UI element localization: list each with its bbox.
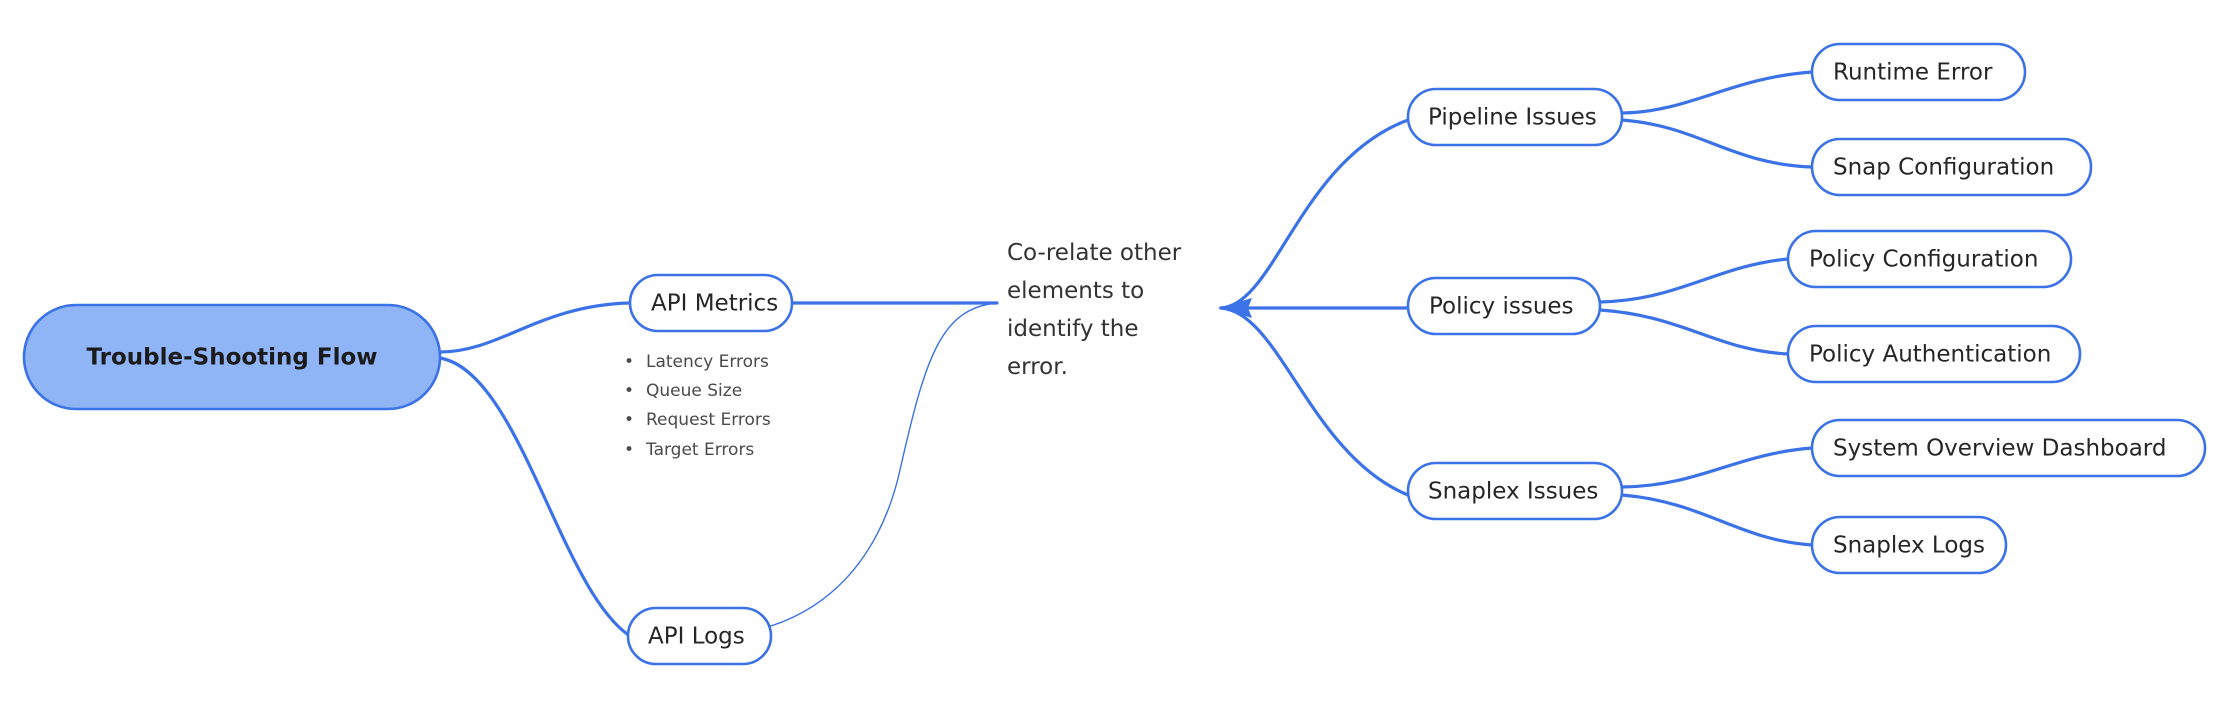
node-policy-configuration-label: Policy Configuration (1809, 247, 2038, 273)
bullet-label: Queue Size (646, 381, 742, 401)
list-item: • Latency Errors (624, 352, 769, 372)
node-snap-configuration-shape (1810, 137, 2093, 197)
edge-note-to-pipeline-issues (1219, 118, 1410, 310)
edge-snaplex-to-snaplex-logs (1620, 493, 1814, 547)
node-root-label: Trouble-Shooting Flow (86, 345, 377, 371)
node-policy-issues[interactable]: Policy issues (1406, 276, 1602, 336)
node-snaplex-logs[interactable]: Snaplex Logs (1810, 515, 2008, 575)
edge-root-to-api-metrics (438, 301, 632, 354)
edge-layer (438, 70, 1814, 638)
edge-pipeline-to-snap-configuration (1620, 118, 1814, 169)
node-system-overview-dashboard-label: System Overview Dashboard (1833, 436, 2166, 462)
node-api-logs-label: API Logs (648, 624, 745, 650)
node-policy-issues-label: Policy issues (1429, 294, 1574, 320)
node-runtime-error-shape (1810, 42, 2027, 102)
bullet-label: Target Errors (645, 440, 754, 460)
node-api-metrics-shape (628, 273, 794, 333)
edge-snaplex-to-system-overview-dashboard (1620, 446, 1814, 489)
node-api-metrics[interactable]: API Metrics (628, 273, 794, 333)
node-policy-authentication-shape (1786, 324, 2082, 384)
node-policy-authentication[interactable]: Policy Authentication (1786, 324, 2082, 384)
node-root[interactable]: Trouble-Shooting Flow (22, 303, 442, 411)
node-policy-issues-shape (1406, 276, 1602, 336)
node-api-metrics-label: API Metrics (651, 291, 778, 317)
node-runtime-error-label: Runtime Error (1833, 60, 1993, 86)
note-convergence-arrow-icon (1218, 298, 1252, 318)
center-note-line: Co-relate other (1007, 240, 1182, 266)
bullet-marker-icon: • (624, 381, 634, 401)
node-policy-authentication-label: Policy Authentication (1809, 342, 2051, 368)
node-system-overview-dashboard[interactable]: System Overview Dashboard (1810, 418, 2207, 478)
node-snaplex-logs-label: Snaplex Logs (1833, 533, 1985, 559)
center-note: Co-relate other elements to identify the… (1007, 240, 1182, 380)
list-item: • Queue Size (624, 381, 742, 401)
edge-policy-to-policy-authentication (1598, 308, 1790, 356)
node-api-logs-shape (626, 606, 773, 666)
node-snap-configuration-label: Snap Configuration (1833, 155, 2054, 181)
node-snaplex-issues-label: Snaplex Issues (1428, 479, 1598, 505)
node-pipeline-issues-label: Pipeline Issues (1428, 105, 1597, 131)
bullet-marker-icon: • (624, 352, 634, 372)
edge-policy-to-policy-configuration (1598, 257, 1790, 304)
center-note-line: error. (1007, 354, 1068, 380)
bullet-label: Request Errors (646, 410, 771, 430)
node-runtime-error[interactable]: Runtime Error (1810, 42, 2027, 102)
bullet-marker-icon: • (624, 440, 634, 460)
node-root-shape (22, 303, 442, 411)
node-api-logs[interactable]: API Logs (626, 606, 773, 666)
center-note-line: identify the (1007, 316, 1139, 342)
node-pipeline-issues[interactable]: Pipeline Issues (1406, 87, 1624, 147)
edge-pipeline-to-runtime-error (1620, 70, 1814, 115)
edge-root-to-api-logs (438, 356, 632, 638)
edge-api-logs-to-note (701, 302, 998, 637)
node-snaplex-logs-shape (1810, 515, 2008, 575)
node-snaplex-issues[interactable]: Snaplex Issues (1406, 461, 1624, 521)
node-pipeline-issues-shape (1406, 87, 1624, 147)
node-policy-configuration-shape (1786, 229, 2073, 289)
list-item: • Target Errors (624, 440, 754, 460)
bullet-marker-icon: • (624, 410, 634, 430)
node-snap-configuration[interactable]: Snap Configuration (1810, 137, 2093, 197)
node-system-overview-dashboard-shape (1810, 418, 2207, 478)
bullet-label: Latency Errors (646, 352, 769, 372)
center-note-line: elements to (1007, 278, 1144, 304)
node-policy-configuration[interactable]: Policy Configuration (1786, 229, 2073, 289)
edge-note-to-snaplex-issues (1219, 306, 1410, 497)
node-snaplex-issues-shape (1406, 461, 1624, 521)
api-metrics-bullet-list: • Latency Errors • Queue Size • Request … (624, 352, 771, 460)
list-item: • Request Errors (624, 410, 771, 430)
